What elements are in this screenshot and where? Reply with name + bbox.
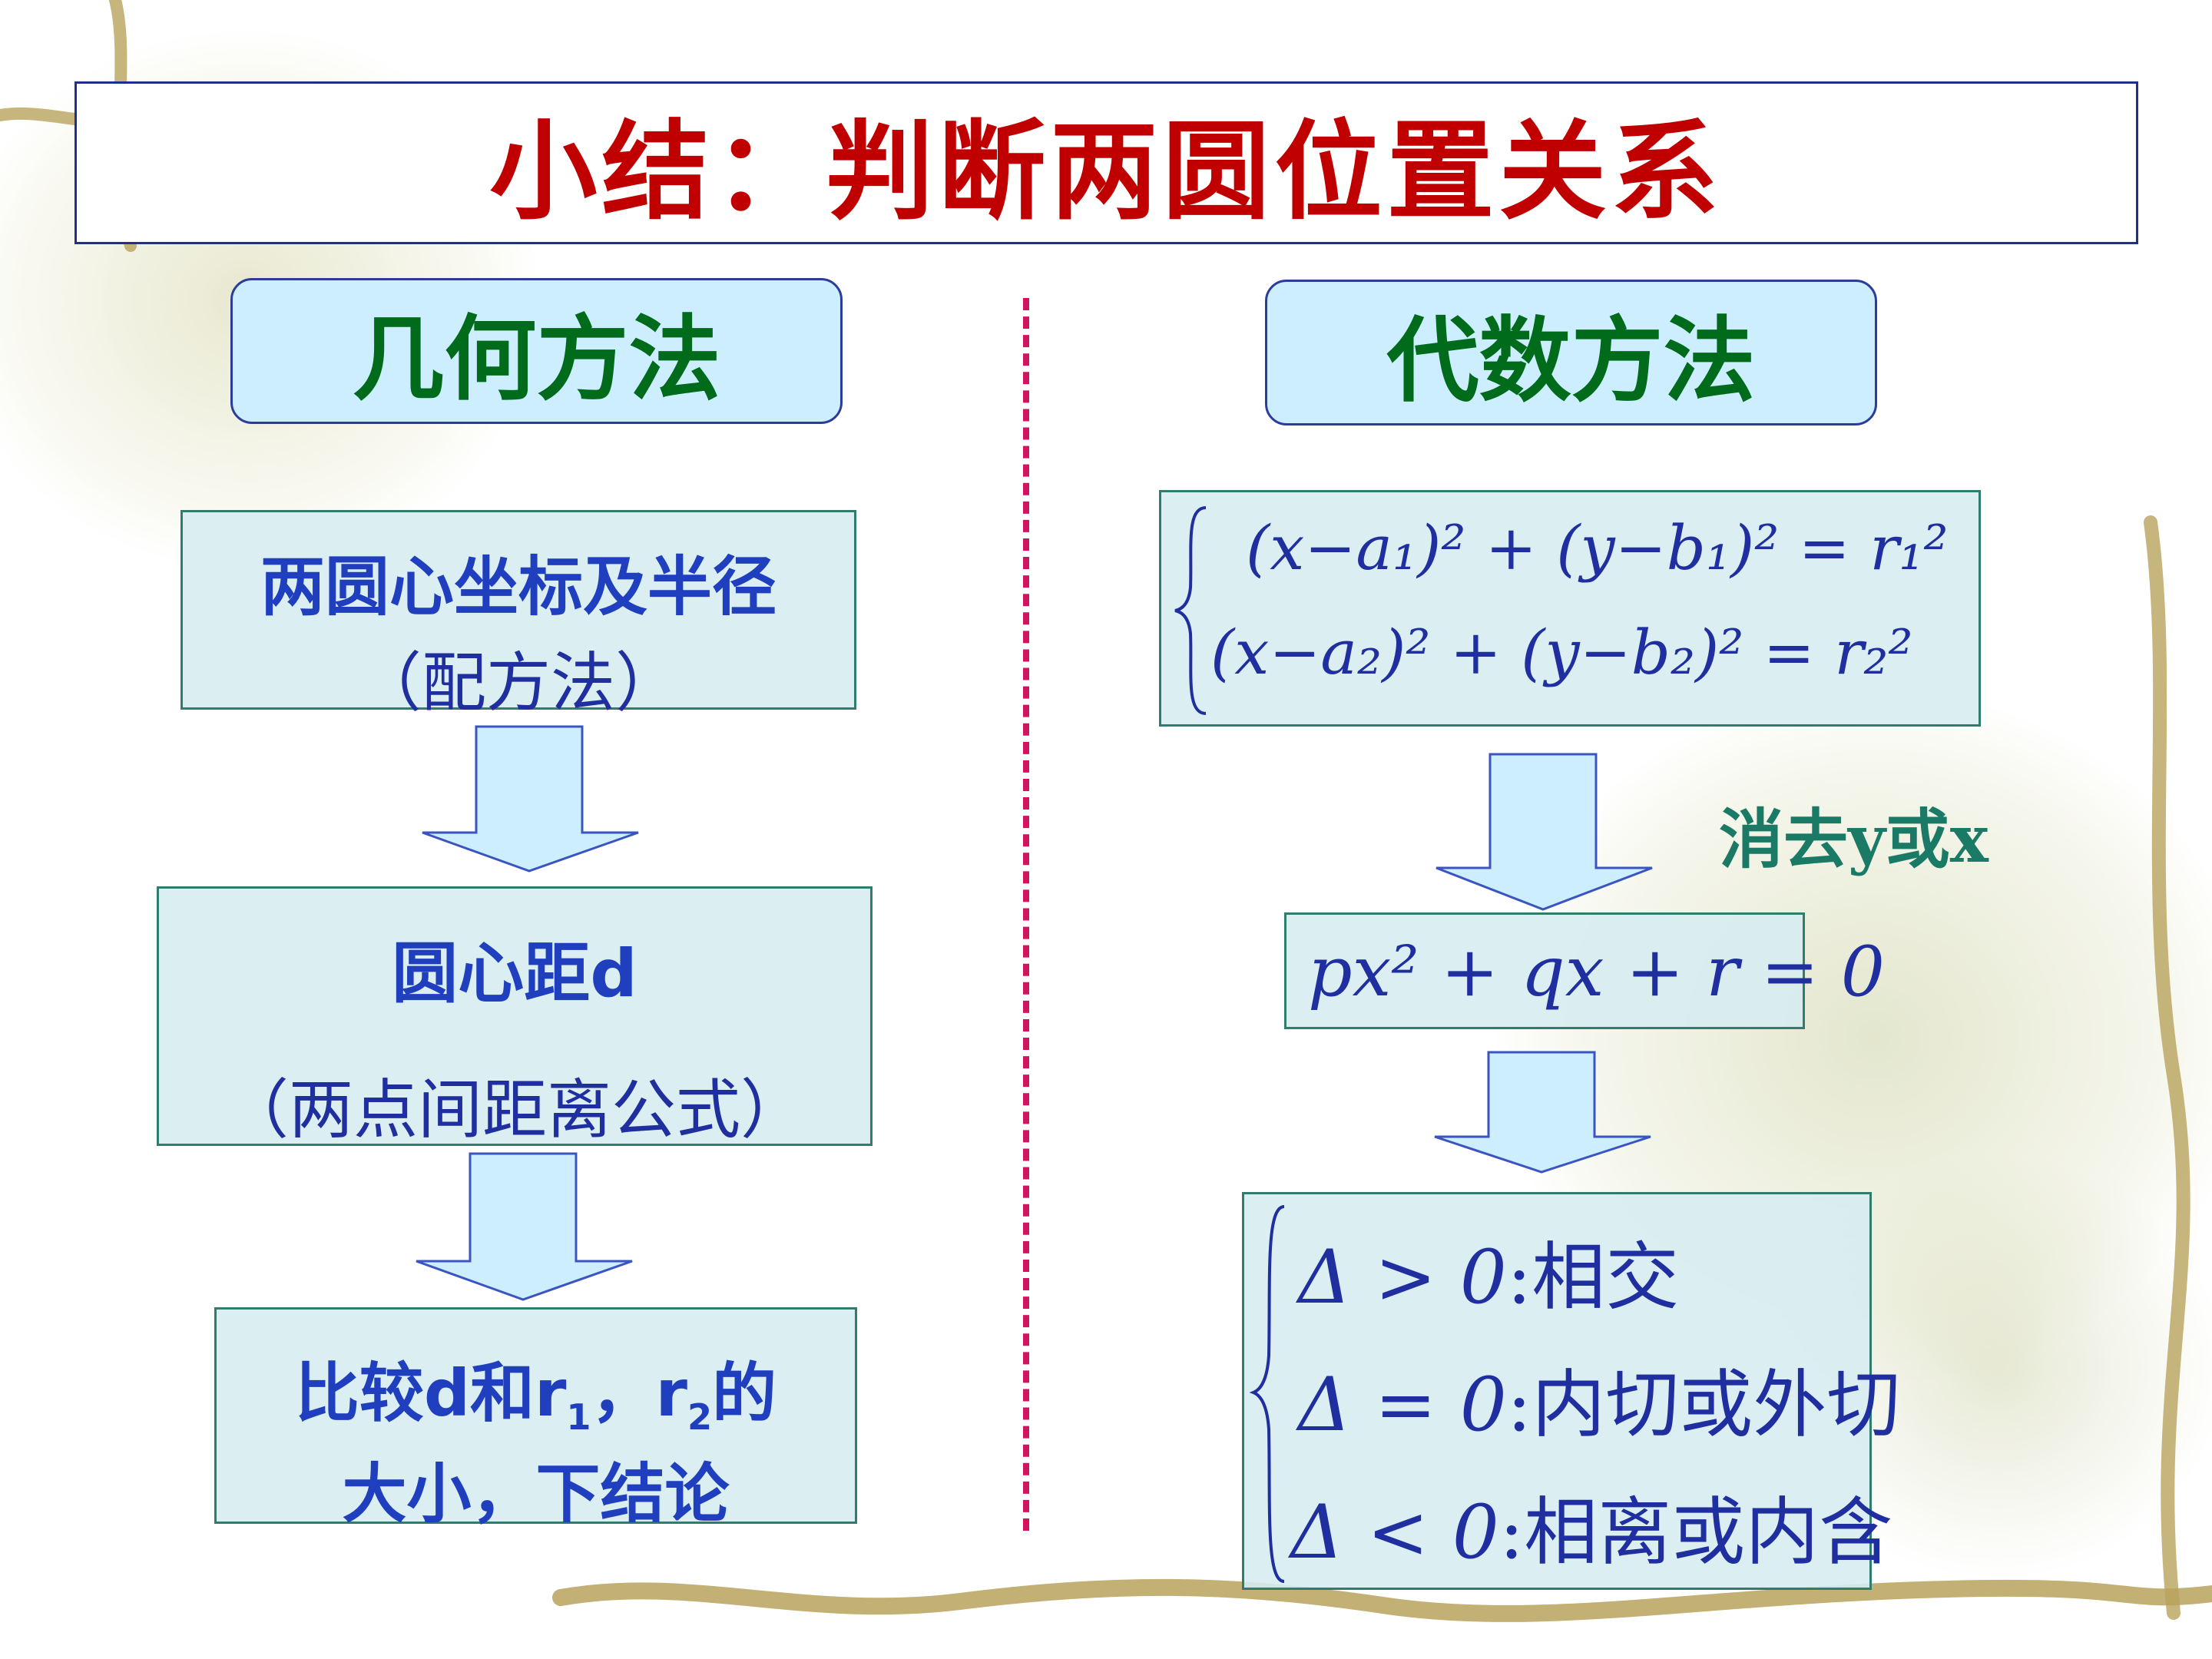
- geometric-method-header: 几何方法: [230, 278, 843, 424]
- case-3-result: :相离或内含: [1498, 1489, 1893, 1575]
- algebraic-method-header: 代数方法: [1265, 280, 1877, 426]
- step3-text-a: 比较d和r: [294, 1356, 567, 1431]
- case-2-result: :内切或外切: [1506, 1362, 1901, 1448]
- down-arrow: [1435, 753, 1653, 911]
- step1-subtitle: （配方法）: [356, 645, 680, 720]
- eliminate-variable-note: 消去y或x: [1719, 801, 1988, 877]
- title-banner: 小结：判断两圆位置关系: [75, 81, 2138, 244]
- geometric-step-1: 两圆心坐标及半径 （配方法）: [180, 510, 856, 720]
- step3-sub-2: 2: [687, 1396, 713, 1438]
- step3-line2: 大小，下结论: [342, 1455, 730, 1532]
- equation-1: (x−a₁)² + (y−b₁)² = r₁²: [1246, 512, 1949, 584]
- column-divider: [1023, 298, 1029, 1531]
- down-arrow: [416, 1152, 633, 1301]
- down-arrow: [1434, 1051, 1651, 1174]
- equation-system-box: (x−a₁)² + (y−b₁)² = r₁² (x−a₂)² + (y−b₂)…: [1159, 490, 1981, 727]
- step2-subtitle: （两点间距离公式）: [224, 1072, 805, 1147]
- equation-2: (x−a₂)² + (y−b₂)² = r₂²: [1210, 617, 1913, 688]
- step3-line1: 比较d和r1，r2的: [217, 1342, 855, 1438]
- case-1: Δ > 0:相交: [1298, 1217, 1679, 1324]
- case-3: Δ < 0:相离或内含: [1290, 1472, 1892, 1579]
- quadratic-equation: px² + qx + r = 0: [1308, 932, 1885, 1012]
- geometric-step-3: 比较d和r1，r2的 大小，下结论: [214, 1307, 857, 1532]
- step3-text-b: ，r: [591, 1356, 687, 1431]
- discriminant-cases-box: Δ > 0:相交 Δ = 0:内切或外切 Δ < 0:相离或内含: [1242, 1192, 1900, 1590]
- step3-text-c: 的: [712, 1356, 777, 1431]
- geometric-step-2: 圆心距d （两点间距离公式）: [157, 886, 873, 1147]
- step1-title: 两圆心坐标及半径: [260, 549, 777, 624]
- page-title: 小结：判断两圆位置关系: [489, 110, 1724, 235]
- case-2-condition: Δ = 0: [1298, 1362, 1507, 1448]
- case-1-condition: Δ > 0: [1298, 1234, 1507, 1320]
- case-3-condition: Δ < 0: [1290, 1489, 1499, 1575]
- case-1-result: :相交: [1506, 1234, 1680, 1320]
- cases-brace: [1249, 1205, 1285, 1583]
- step3-sub-1: 1: [566, 1396, 591, 1438]
- algebraic-method-label: 代数方法: [1386, 308, 1756, 415]
- down-arrow: [422, 725, 639, 873]
- geometric-method-label: 几何方法: [352, 306, 721, 413]
- step2-title: 圆心距d: [392, 935, 637, 1012]
- case-2: Δ = 0:内切或外切: [1298, 1345, 1900, 1452]
- quadratic-box: px² + qx + r = 0: [1284, 912, 1885, 1029]
- left-brace: [1174, 506, 1207, 715]
